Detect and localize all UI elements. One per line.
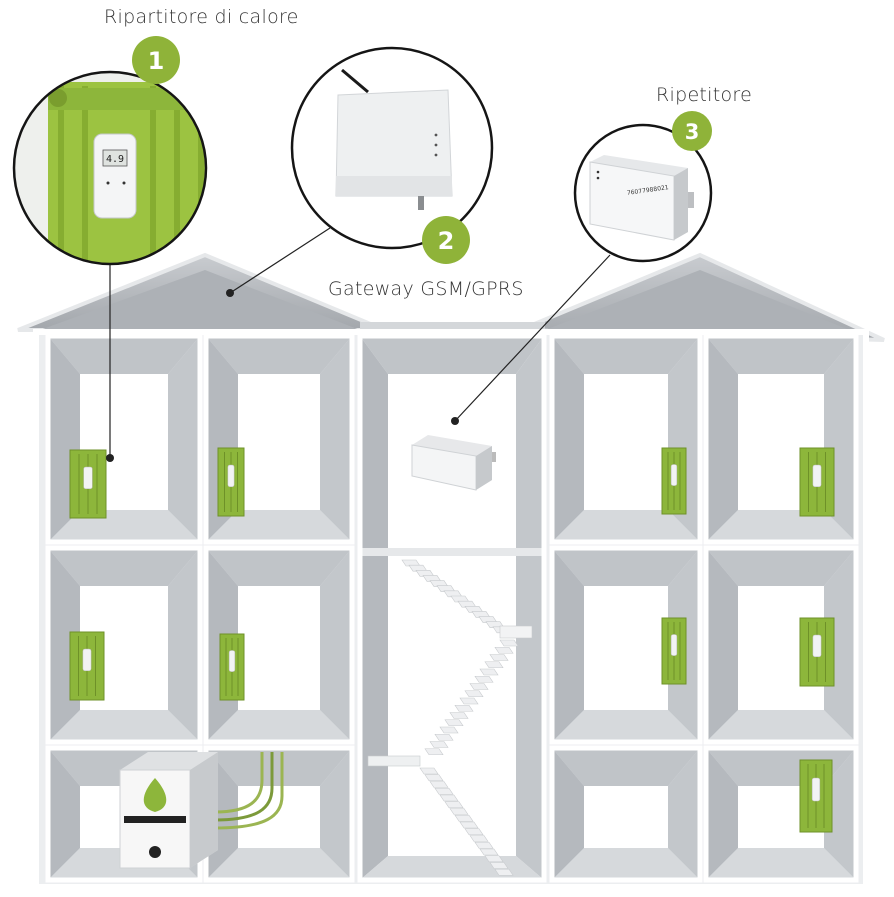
radiator	[799, 617, 835, 687]
valve-icon	[49, 89, 67, 107]
stair-landing	[367, 755, 421, 767]
allocator-display: 4.9	[106, 154, 124, 165]
stair-step	[419, 767, 439, 775]
radiator	[217, 447, 245, 517]
stair-step	[444, 719, 464, 727]
stair-step	[424, 774, 444, 782]
room	[703, 745, 859, 883]
stair-step	[479, 848, 499, 856]
heat-allocator-device	[812, 634, 822, 658]
connector-lines	[106, 227, 611, 462]
badge-2: 2	[422, 216, 470, 264]
stair-step	[464, 690, 484, 698]
antenna-icon	[341, 68, 369, 94]
repeater-label: Ripetitore	[656, 84, 753, 106]
heat-allocator-device	[812, 464, 822, 488]
room	[203, 745, 355, 883]
rooms	[45, 333, 859, 883]
stair-step	[434, 787, 454, 795]
badge-1: 1	[132, 36, 180, 84]
stair-step	[489, 862, 509, 869]
radiator	[69, 631, 105, 701]
stair-step	[434, 733, 454, 741]
gateway-label: Gateway GSM/GPRS	[328, 278, 524, 300]
stair-landing	[499, 625, 533, 639]
radiator	[219, 633, 245, 701]
stair-step	[444, 801, 464, 809]
roofs	[17, 252, 885, 342]
stair-step	[494, 868, 514, 876]
stair-step	[459, 821, 479, 829]
badge-3: 3	[672, 111, 712, 151]
room	[45, 333, 203, 545]
callout-gateway	[290, 46, 494, 250]
stair-step	[429, 741, 449, 748]
heat-allocator-device	[670, 634, 678, 656]
room	[549, 545, 703, 745]
room	[703, 333, 859, 545]
stair-step	[439, 726, 459, 734]
radiator	[799, 447, 835, 517]
svg-text:3: 3	[685, 120, 700, 144]
stair-step	[454, 814, 474, 822]
stair-step	[449, 712, 469, 719]
stair-step	[484, 661, 504, 669]
room	[203, 333, 355, 545]
radiators	[69, 447, 835, 833]
staircase	[367, 559, 533, 876]
heat-allocator-device	[83, 466, 93, 490]
stair-step	[429, 781, 449, 788]
stair-step	[474, 841, 494, 849]
stair-step	[469, 683, 489, 690]
stair-step	[454, 704, 474, 712]
room	[549, 745, 703, 883]
svg-text:1: 1	[148, 47, 165, 75]
stair-step	[459, 697, 479, 705]
stair-shaft	[357, 333, 547, 883]
stair-step	[464, 828, 484, 836]
radiator	[799, 759, 833, 833]
stair-step	[479, 668, 499, 676]
heat-allocator-device	[82, 648, 92, 672]
radiator	[661, 617, 687, 685]
repeater-device-indoor	[411, 435, 496, 491]
stair-step	[484, 855, 504, 863]
stair-step	[439, 794, 459, 802]
heat-allocator-device	[227, 464, 235, 488]
heat-allocator-device	[811, 777, 821, 802]
radiator	[69, 449, 107, 519]
boiler	[119, 752, 284, 869]
stair-step	[494, 646, 514, 654]
callout-repeater: 76077988021	[573, 123, 713, 263]
stair-step	[474, 675, 494, 683]
svg-text:2: 2	[438, 227, 455, 255]
heat-allocator-device	[228, 650, 236, 672]
stair-step	[449, 808, 469, 815]
heat-allocator-label: Ripartitore di calore	[104, 6, 299, 28]
stair-step	[489, 654, 509, 661]
callout-heat-allocator: 4.9	[12, 70, 208, 266]
stair-step	[499, 639, 519, 647]
flame-icon	[143, 778, 167, 812]
radiator	[661, 447, 687, 515]
stair-step	[469, 835, 489, 842]
stair-step	[424, 748, 444, 756]
heat-allocator-device	[670, 464, 678, 486]
